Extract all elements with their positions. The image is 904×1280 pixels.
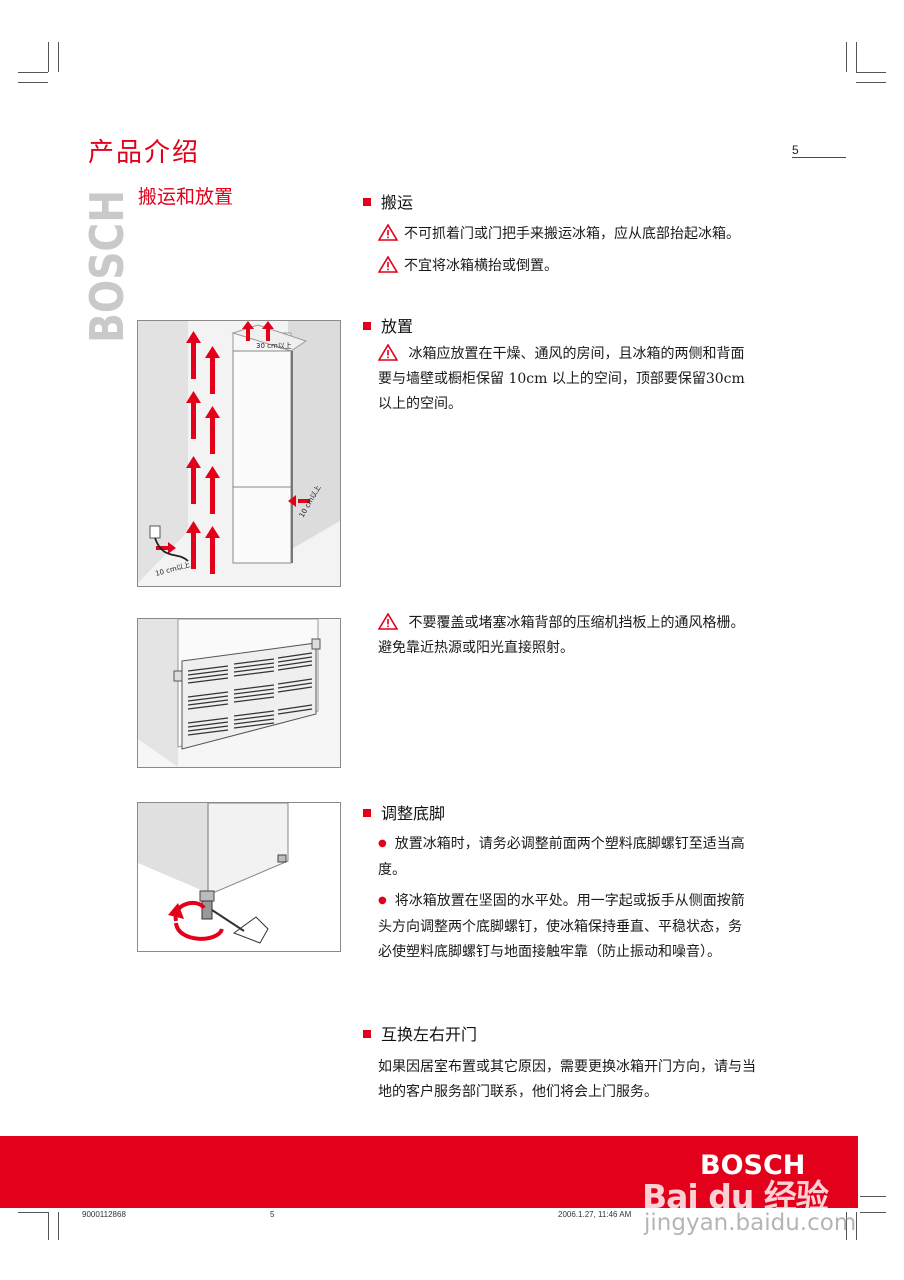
page-title: 产品介绍 (88, 138, 201, 168)
brand-vertical-text: BOSCH (83, 190, 129, 343)
text-line: ● 放置冰箱时，请务必调整前面两个塑料底脚螺钉至适当高 (378, 832, 798, 858)
watermark-logo: Bai du 经验 (642, 1177, 829, 1216)
footer-page-number: 5 (270, 1210, 275, 1219)
page-number: 5 (792, 143, 799, 157)
section-heading-door: 互换左右开门 (363, 1021, 477, 1045)
text-line: 要与墙壁或橱柜保留 10cm 以上的空间，顶部要保留30cm (378, 371, 745, 387)
crop-mark (846, 42, 847, 72)
text-line: 避免靠近热源或阳光直接照射。 (378, 640, 574, 656)
bullet-text: 放置冰箱时，请务必调整前面两个塑料底脚螺钉至适当高 (394, 836, 745, 852)
placement-warning: 冰箱应放置在干燥、通风的房间，且冰箱的两侧和背面 要与墙壁或橱柜保留 10cm … (378, 342, 798, 417)
heading-text: 互换左右开门 (381, 1025, 478, 1044)
crop-mark (856, 42, 857, 72)
crop-mark (860, 1212, 886, 1213)
placement-figure: 30 cm以上 10 cm以上 10 cm以上 (137, 320, 341, 587)
feet-bullet: ● 放置冰箱时，请务必调整前面两个塑料底脚螺钉至适当高 度。 (378, 832, 798, 883)
warning-text: 不可抓着门或门把手来搬运冰箱，应从底部抬起冰箱。 (404, 226, 740, 242)
section-heading-placement: 放置 (363, 313, 413, 337)
door-paragraph: 如果因居室布置或其它原因，需要更换冰箱开门方向，请与当 地的客户服务部门联系，他… (378, 1055, 798, 1105)
crop-mark (58, 1212, 59, 1240)
document-number: 9000112868 (82, 1210, 126, 1219)
warning-icon (378, 344, 398, 361)
page-number-rule (792, 157, 846, 158)
footer-brand-logo: BOSCH (700, 1150, 806, 1181)
crop-mark (18, 1212, 48, 1213)
bullet-square (363, 808, 371, 817)
subsection-title: 搬运和放置 (138, 186, 234, 208)
text-line: 不要覆盖或堵塞冰箱背部的压缩机挡板上的通风格栅。 (378, 611, 798, 636)
rotation-arrow (168, 900, 224, 941)
text-line: 如果因居室布置或其它原因，需要更换冰箱开门方向，请与当 (378, 1059, 756, 1075)
feet-illustration (138, 803, 340, 951)
clearance-arrows (156, 321, 310, 574)
ventilation-warning: 不要覆盖或堵塞冰箱背部的压缩机挡板上的通风格栅。 避免靠近热源或阳光直接照射。 (378, 611, 798, 661)
vent-slots (187, 652, 313, 736)
crop-mark (18, 82, 48, 83)
feet-bullet: ● 将冰箱放置在坚固的水平处。用一字起或扳手从侧面按箭 头方向调整两个底脚螺钉，使… (378, 889, 798, 965)
warning-text: 不宜将冰箱横抬或倒置。 (404, 258, 558, 274)
heading-text: 放置 (381, 317, 414, 336)
vent-grille-figure (137, 618, 341, 768)
bullet-text: 将冰箱放置在坚固的水平处。用一字起或扳手从侧面按箭 (394, 893, 745, 909)
footer-band (0, 1136, 858, 1208)
bullet-square (363, 321, 371, 330)
warning-icon (378, 256, 398, 273)
bullet-dot: ● (378, 838, 387, 849)
warning-icon (378, 224, 398, 241)
bullet-square (363, 1029, 371, 1038)
warning-text: 不要覆盖或堵塞冰箱背部的压缩机挡板上的通风格栅。 (408, 615, 745, 631)
text-line: ● 将冰箱放置在坚固的水平处。用一字起或扳手从侧面按箭 (378, 889, 798, 915)
vent-grille-illustration (138, 619, 340, 767)
warning-icon (378, 613, 398, 630)
crop-mark (58, 42, 59, 72)
bosch-vertical-logo: BOSCH (83, 190, 129, 343)
warning-text: 冰箱应放置在干燥、通风的房间，且冰箱的两侧和背面 (408, 346, 745, 362)
bullet-square (363, 197, 371, 206)
crop-mark (856, 1212, 857, 1240)
crop-mark (860, 1196, 886, 1197)
heading-text: 搬运 (381, 193, 414, 212)
crop-mark (48, 1212, 49, 1240)
section-heading-feet: 调整底脚 (363, 800, 445, 824)
warning-line: 不可抓着门或门把手来搬运冰箱，应从底部抬起冰箱。 (378, 222, 798, 247)
text-line: 冰箱应放置在干燥、通风的房间，且冰箱的两侧和背面 (378, 342, 798, 367)
watermark-url: jingyan.baidu.com (644, 1210, 857, 1236)
heading-text: 调整底脚 (381, 804, 446, 823)
text-line: 头方向调整两个底脚螺钉，使冰箱保持垂直、平稳状态，务 (378, 919, 742, 935)
text-line: 必使塑料底脚螺钉与地面接触牢靠（防止振动和噪音）。 (378, 944, 721, 960)
text-line: 地的客户服务部门联系，他们将会上门服务。 (378, 1084, 658, 1100)
bullet-dot: ● (378, 895, 387, 906)
clearance-label-top: 30 cm以上 (256, 341, 292, 350)
placement-illustration: 30 cm以上 10 cm以上 10 cm以上 (138, 321, 340, 586)
crop-mark (846, 1212, 847, 1240)
crop-mark (48, 42, 49, 72)
print-timestamp: 2006.1.27, 11:46 AM (558, 1210, 632, 1219)
crop-mark (18, 72, 48, 73)
crop-mark (856, 72, 886, 73)
feet-figure (137, 802, 341, 952)
text-line: 以上的空间。 (378, 396, 462, 412)
text-line: 度。 (378, 862, 406, 878)
crop-mark (856, 82, 886, 83)
warning-line: 不宜将冰箱横抬或倒置。 (378, 254, 798, 279)
section-heading-carry: 搬运 (363, 189, 413, 213)
